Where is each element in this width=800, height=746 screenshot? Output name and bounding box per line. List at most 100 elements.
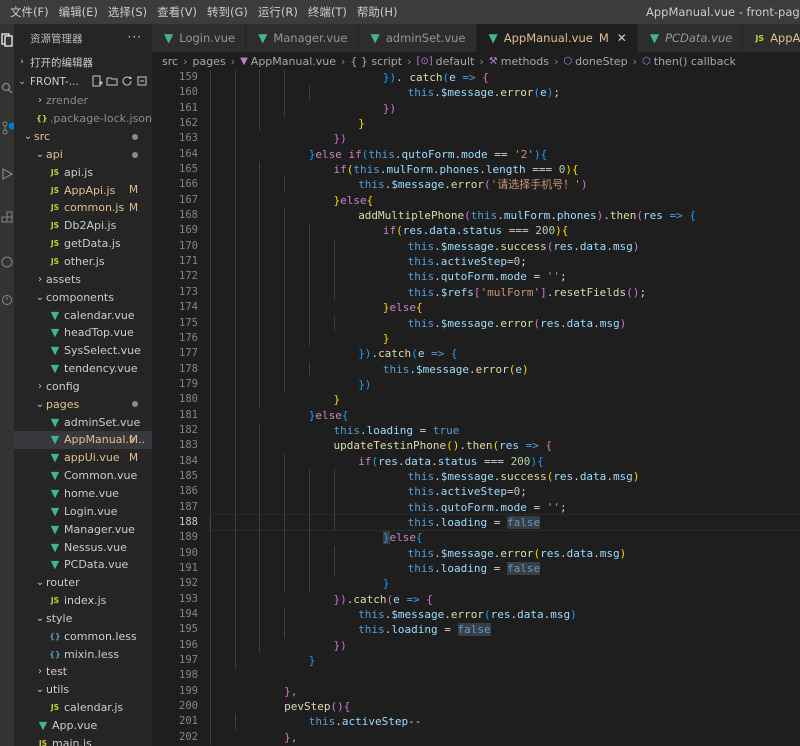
code-line[interactable]: this.$message.success(res.data.msg) bbox=[210, 468, 800, 485]
code-line[interactable]: this.activeStep-- bbox=[210, 714, 800, 730]
code-line[interactable]: }else{ bbox=[210, 407, 800, 423]
menu-item[interactable]: 编辑(E) bbox=[58, 5, 98, 19]
breadcrumb-item[interactable]: AppManual.vue bbox=[250, 54, 337, 68]
tree-item[interactable]: ▼headTop.vue bbox=[14, 324, 152, 342]
tree-item[interactable]: ▼home.vue bbox=[14, 485, 152, 503]
code-line[interactable] bbox=[210, 668, 800, 684]
code-line[interactable]: this.$message.error(res.data.msg) bbox=[210, 315, 800, 331]
menu-item[interactable]: 运行(R) bbox=[257, 5, 298, 19]
run-debug-icon[interactable] bbox=[0, 166, 14, 182]
code-line[interactable]: }else{ bbox=[210, 530, 800, 546]
tree-item[interactable]: {}.package-lock.json bbox=[14, 110, 152, 128]
code-line[interactable]: }).catch(e => { bbox=[210, 346, 800, 362]
code-line[interactable]: this.$message.error(e); bbox=[210, 85, 800, 101]
code-line[interactable]: }).catch(e => { bbox=[210, 591, 800, 608]
code-area[interactable]: }). catch(e => {this.$message.error(e);}… bbox=[209, 70, 800, 746]
code-line[interactable]: this.activeStep=0; bbox=[210, 254, 800, 270]
explorer-icon[interactable] bbox=[0, 32, 14, 48]
code-line[interactable]: }) bbox=[210, 100, 800, 117]
timeline-icon[interactable] bbox=[0, 292, 14, 308]
code-line[interactable]: }). catch(e => { bbox=[210, 70, 800, 86]
tree-item[interactable]: ▼Common.vue bbox=[14, 467, 152, 485]
menu-item[interactable]: 帮助(H) bbox=[356, 5, 398, 19]
refresh-icon[interactable] bbox=[121, 75, 133, 87]
code-line[interactable]: } bbox=[210, 576, 800, 592]
code-line[interactable]: this.$message.error(e) bbox=[210, 361, 800, 377]
tree-item[interactable]: ⌄components bbox=[14, 288, 152, 306]
breadcrumb-item[interactable]: doneStep bbox=[575, 54, 628, 68]
code-line[interactable]: this.loading = true bbox=[210, 422, 800, 439]
source-control-icon[interactable] bbox=[0, 120, 16, 136]
code-line[interactable]: } bbox=[210, 653, 800, 669]
breadcrumb-item[interactable]: { } script bbox=[350, 54, 403, 68]
code-line[interactable]: } bbox=[210, 116, 800, 132]
code-line[interactable]: }, bbox=[210, 729, 800, 746]
tree-item[interactable]: ▼calendar.vue bbox=[14, 306, 152, 324]
code-line[interactable]: this.$refs['mulForm'].resetFields(); bbox=[210, 284, 800, 301]
code-line[interactable]: updateTestinPhone().then(res => { bbox=[210, 438, 800, 454]
code-line[interactable]: } bbox=[210, 392, 800, 408]
menu-item[interactable]: 查看(V) bbox=[157, 5, 197, 19]
tree-item[interactable]: {}mixin.less bbox=[14, 645, 152, 663]
menu-item[interactable]: 终端(T) bbox=[307, 5, 347, 19]
code-line[interactable]: }else{ bbox=[210, 192, 800, 209]
code-line[interactable]: }) bbox=[210, 376, 800, 393]
search-icon[interactable] bbox=[0, 80, 14, 96]
tree-item[interactable]: ▼App.vue bbox=[14, 717, 152, 735]
code-line[interactable]: if(res.data.status === 200){ bbox=[210, 223, 800, 239]
tree-item[interactable]: ▼Nessus.vue bbox=[14, 538, 152, 556]
code-line[interactable]: this.$message.success(res.data.msg) bbox=[210, 238, 800, 255]
tree-item[interactable]: ▼AppManual.v...M bbox=[14, 431, 152, 449]
code-line[interactable]: this.qutoForm.mode = ''; bbox=[210, 499, 800, 515]
code-line[interactable]: this.$message.error(res.data.msg) bbox=[210, 607, 800, 623]
tree-item[interactable]: {}common.less bbox=[14, 627, 152, 645]
tree-item[interactable]: ⌄utils bbox=[14, 681, 152, 699]
code-line[interactable]: this.loading = false bbox=[209, 513, 800, 532]
open-editors-section[interactable]: › 打开的编辑器 bbox=[14, 52, 152, 72]
breadcrumb-item[interactable]: pages bbox=[192, 54, 226, 68]
tree-item[interactable]: ▼adminSet.vue bbox=[14, 413, 152, 431]
tree-item[interactable]: ›assets bbox=[14, 270, 152, 288]
tab-login-vue[interactable]: ▼Login.vue bbox=[152, 24, 247, 52]
code-line[interactable]: addMultiplePhone(this.mulForm.phones).th… bbox=[210, 208, 800, 224]
code-line[interactable]: if(res.data.status === 200){ bbox=[210, 453, 800, 469]
code-line[interactable]: this.$message.error('请选择手机号！') bbox=[210, 177, 800, 193]
close-icon[interactable]: ✕ bbox=[616, 31, 627, 45]
menu-item[interactable]: 文件(F) bbox=[10, 5, 49, 19]
tree-item[interactable]: ⌄api bbox=[14, 146, 152, 164]
code-line[interactable]: this.$message.error(res.data.msg) bbox=[210, 545, 800, 561]
code-line[interactable]: this.activeStep=0; bbox=[210, 484, 800, 500]
tree-item[interactable]: ⌄style bbox=[14, 609, 152, 627]
tree-item[interactable]: ⌄router bbox=[14, 574, 152, 592]
tree-item[interactable]: ▼Login.vue bbox=[14, 502, 152, 520]
breadcrumb-item[interactable]: then() callback bbox=[653, 54, 736, 68]
code-line[interactable]: }, bbox=[210, 683, 800, 700]
tree-item[interactable]: ›zrender bbox=[14, 92, 152, 110]
code-line[interactable]: pevStep(){ bbox=[210, 699, 800, 715]
code-line[interactable]: if(this.mulForm.phones.length === 0){ bbox=[210, 162, 800, 178]
extensions-icon[interactable] bbox=[0, 210, 14, 226]
remote-icon[interactable] bbox=[0, 254, 14, 270]
code-line[interactable]: this.loading = false bbox=[210, 622, 800, 638]
new-file-icon[interactable] bbox=[91, 75, 103, 87]
tab-manager-vue[interactable]: ▼Manager.vue bbox=[246, 24, 359, 52]
tree-item[interactable]: ▼SysSelect.vue bbox=[14, 342, 152, 360]
new-folder-icon[interactable] bbox=[106, 75, 118, 87]
breadcrumb-item[interactable]: src bbox=[162, 54, 179, 68]
breadcrumb-item[interactable]: methods bbox=[500, 54, 549, 68]
tab-adminset-vue[interactable]: ▼adminSet.vue bbox=[358, 24, 477, 52]
tree-item[interactable]: ›test bbox=[14, 663, 152, 681]
tab-pcdata-vue[interactable]: ▼PCData.vue bbox=[637, 24, 744, 52]
code-line[interactable]: } bbox=[210, 330, 800, 347]
tree-item[interactable]: ▼PCData.vue bbox=[14, 556, 152, 574]
code-line[interactable]: }) bbox=[210, 637, 800, 654]
tree-item[interactable]: ⌄pages bbox=[14, 395, 152, 413]
